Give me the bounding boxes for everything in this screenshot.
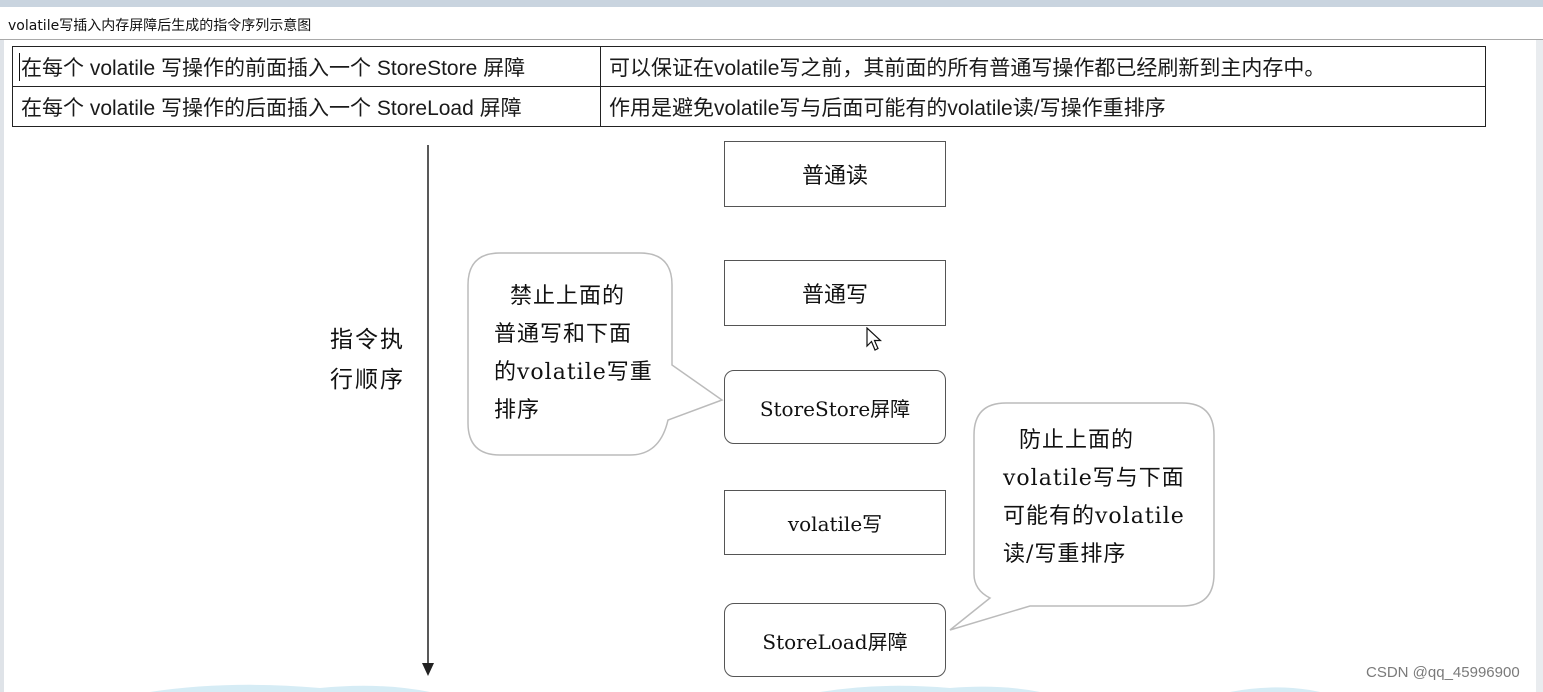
- mouse-pointer-icon: [866, 327, 882, 351]
- table-cell-action[interactable]: 在每个 volatile 写操作的后面插入一个 StoreLoad 屏障: [12, 86, 601, 127]
- bubble-left-shape: [467, 252, 724, 456]
- step-normal-read: 普通读: [724, 141, 946, 207]
- step-storeload-barrier: StoreLoad屏障: [724, 603, 946, 677]
- table-cell-effect[interactable]: 作用是避免volatile写与后面可能有的volatile读/写操作重排序: [600, 86, 1486, 127]
- text-caret: [19, 53, 20, 81]
- bubble-left-text: 禁止上面的 普通写和下面 的volatile写重 排序: [494, 284, 653, 423]
- table-cell-action[interactable]: 在每个 volatile 写操作的前面插入一个 StoreStore 屏障: [12, 46, 601, 87]
- window-frame-top: [0, 0, 1543, 7]
- window-title: volatile写插入内存屏障后生成的指令序列示意图: [8, 18, 312, 34]
- step-volatile-write: volatile写: [724, 490, 946, 555]
- table-row: 在每个 volatile 写操作的后面插入一个 StoreLoad 屏障 作用是…: [12, 86, 1486, 127]
- bottom-wave-decoration: [150, 684, 1320, 692]
- title-bar: volatile写插入内存屏障后生成的指令序列示意图: [0, 7, 1543, 40]
- order-axis-label: 指令执 行顺序: [330, 327, 405, 393]
- bubble-right-shape: [949, 402, 1215, 631]
- table-row: 在每个 volatile 写操作的前面插入一个 StoreStore 屏障 可以…: [12, 46, 1486, 87]
- order-axis-arrowhead: [422, 663, 434, 676]
- csdn-watermark: CSDN @qq_45996900: [1366, 664, 1520, 681]
- window-frame-left: [0, 40, 4, 692]
- bubble-right-text: 防止上面的 volatile写与下面 可能有的volatile 读/写重排序: [1003, 428, 1185, 567]
- step-normal-write: 普通写: [724, 260, 946, 326]
- window-frame-right: [1536, 40, 1543, 692]
- step-storestore-barrier: StoreStore屏障: [724, 370, 946, 444]
- barrier-rules-table: 在每个 volatile 写操作的前面插入一个 StoreStore 屏障 可以…: [12, 46, 1486, 127]
